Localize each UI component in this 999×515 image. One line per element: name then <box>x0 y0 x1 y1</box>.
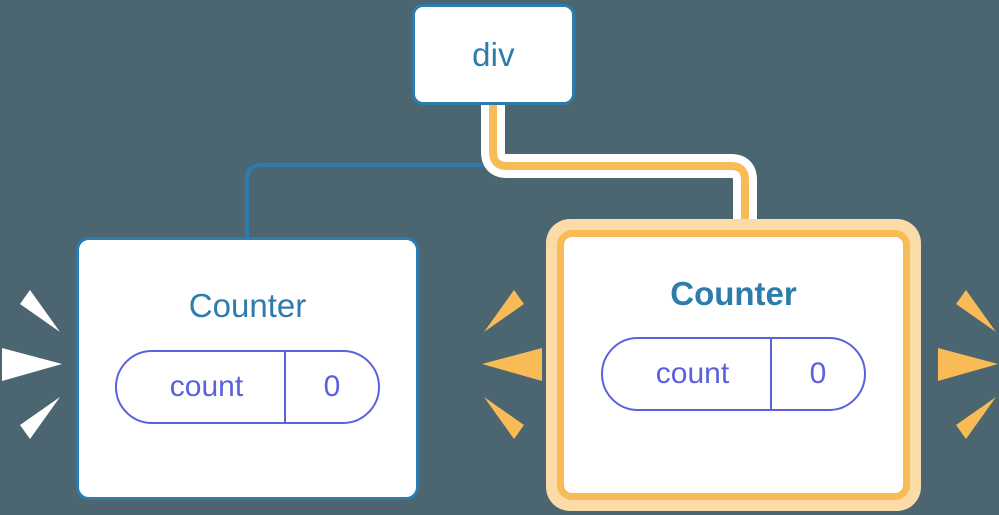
state-key-highlighted: count <box>655 357 730 390</box>
counter-node-highlighted-inner: Counter count 0 <box>557 230 910 500</box>
burst-ray-lower <box>20 397 60 439</box>
burst-ray-lower <box>484 397 524 439</box>
state-value-plain: 0 <box>284 352 378 422</box>
state-pill-highlighted: count 0 <box>601 337 866 411</box>
div-node[interactable]: div <box>412 4 575 105</box>
state-pill-plain: count 0 <box>115 350 380 424</box>
burst-ray-upper <box>20 290 60 332</box>
state-value-highlighted: 0 <box>770 339 864 409</box>
counter-node-plain-title: Counter <box>188 287 307 324</box>
connector-div-to-highlighted-counter <box>489 104 749 230</box>
burst-ray-lower <box>956 397 996 439</box>
burst-middle-orange <box>482 290 542 439</box>
burst-ray-middle <box>938 348 998 381</box>
burst-right-orange <box>938 290 998 439</box>
burst-ray-upper <box>484 290 524 332</box>
counter-node-highlighted-title: Counter <box>670 275 797 312</box>
div-node-label: div <box>472 36 515 73</box>
burst-ray-upper <box>956 290 996 332</box>
state-key-plain: count <box>169 370 244 403</box>
connector-div-to-plain-counter <box>245 104 495 237</box>
counter-node-plain[interactable]: Counter count 0 <box>76 237 419 500</box>
burst-ray-middle <box>482 348 542 381</box>
counter-node-highlighted[interactable]: Counter count 0 <box>546 219 921 511</box>
burst-ray-middle <box>2 348 62 381</box>
burst-left-white <box>2 290 62 439</box>
